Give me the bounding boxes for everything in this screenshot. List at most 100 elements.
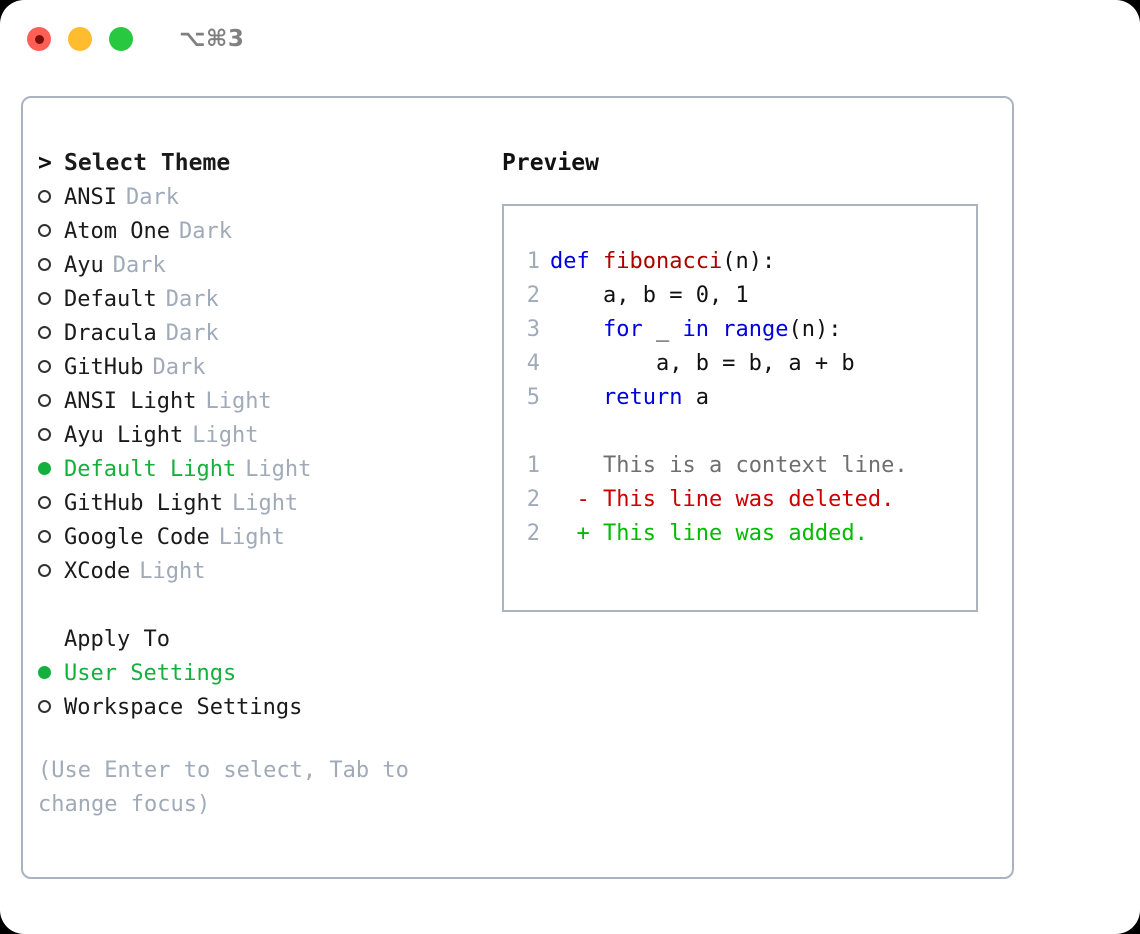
code-token: _ [642, 316, 683, 342]
theme-name: ANSI Light [64, 388, 197, 414]
selection-caret-icon: > [38, 150, 52, 176]
code-token: range [722, 316, 789, 342]
code-line-content: return a [550, 385, 709, 410]
radio-glyph [38, 360, 51, 373]
theme-list-item[interactable]: XCode Light [38, 554, 478, 588]
diff-line-number: 2 [526, 486, 540, 512]
keyboard-hint-line-1: (Use Enter to select, Tab to [38, 758, 409, 783]
radio-unselected-icon [38, 355, 64, 380]
code-line: 4 a, b = b, a + b [504, 346, 976, 380]
code-token: in [682, 316, 709, 342]
code-line-number: 5 [526, 384, 540, 410]
diff-line: 2 + This line was added. [504, 516, 976, 550]
code-token [550, 385, 603, 410]
traffic-light-controls [27, 27, 133, 51]
radio-glyph [38, 258, 51, 271]
theme-list-item[interactable]: ANSI Dark [38, 180, 478, 214]
radio-glyph [38, 326, 51, 339]
diff-text: This line was deleted. [589, 486, 895, 512]
code-token [709, 317, 722, 342]
theme-name: GitHub Light [64, 490, 223, 516]
select-theme-header: > Select Theme [38, 146, 478, 180]
radio-unselected-icon [38, 185, 64, 210]
theme-variant-tag: Dark [178, 218, 232, 244]
code-line-content: for _ in range(n): [550, 317, 841, 342]
apply-to-option-label: User Settings [64, 660, 237, 686]
diff-text: This line was added. [589, 520, 868, 546]
diff-line-content: This is a context line. [550, 453, 908, 478]
theme-name: Default Light [64, 456, 237, 482]
code-token [550, 317, 603, 342]
theme-variant-tag: Light [245, 456, 312, 482]
diff-text: This is a context line. [589, 452, 908, 478]
theme-variant-tag: Dark [125, 184, 179, 210]
radio-unselected-icon [38, 491, 64, 516]
theme-name: XCode [64, 558, 131, 584]
radio-selected-icon [38, 457, 64, 482]
radio-glyph [38, 700, 51, 713]
radio-glyph [38, 292, 51, 305]
theme-name: Google Code [64, 524, 210, 550]
select-theme-title: Select Theme [64, 150, 231, 176]
code-line-content: def fibonacci(n): [550, 249, 775, 274]
code-token: (n): [722, 248, 776, 274]
code-line-number: 1 [526, 248, 540, 274]
theme-list-item[interactable]: Dracula Dark [38, 316, 478, 350]
radio-unselected-icon [38, 695, 64, 720]
code-diff-separator [504, 414, 976, 448]
radio-unselected-icon [38, 321, 64, 346]
code-token: a, b = b, a + b [550, 350, 855, 376]
radio-glyph [38, 564, 51, 577]
code-line: 5 return a [504, 380, 976, 414]
radio-glyph [38, 394, 51, 407]
code-token: a, b = 0, 1 [550, 282, 749, 308]
theme-name: GitHub [64, 354, 144, 380]
radio-unselected-icon [38, 219, 64, 244]
radio-selected-icon [38, 661, 64, 686]
radio-glyph [38, 666, 51, 679]
code-line: 2 a, b = 0, 1 [504, 278, 976, 312]
code-line-content: a, b = b, a + b [550, 351, 855, 376]
theme-list-item[interactable]: Default Light Light [38, 452, 478, 486]
theme-list-item[interactable]: ANSI Light Light [38, 384, 478, 418]
apply-to-option[interactable]: Workspace Settings [38, 690, 478, 724]
theme-name: Dracula [64, 320, 157, 346]
diff-line: 1 This is a context line. [504, 448, 976, 482]
radio-unselected-icon [38, 525, 64, 550]
theme-variant-tag: Dark [152, 354, 206, 380]
theme-variant-tag: Light [205, 388, 272, 414]
maximize-button[interactable] [109, 27, 133, 51]
minimize-button[interactable] [68, 27, 92, 51]
apply-to-label: Apply To [64, 626, 170, 652]
theme-variant-tag: Light [139, 558, 206, 584]
code-line-number: 4 [526, 350, 540, 376]
title-bar: ⌥⌘3 [0, 0, 1140, 78]
apply-to-option[interactable]: User Settings [38, 656, 478, 690]
theme-name: ANSI [64, 184, 117, 210]
theme-variant-tag: Dark [165, 320, 219, 346]
code-token: def [550, 248, 603, 274]
code-token: fibonacci [602, 248, 723, 274]
diff-marker [550, 453, 590, 478]
theme-name: Default [64, 286, 157, 312]
diff-line: 2 - This line was deleted. [504, 482, 976, 516]
diff-line-number: 1 [526, 452, 540, 478]
theme-list-item[interactable]: GitHub Dark [38, 350, 478, 384]
code-line-content: a, b = 0, 1 [550, 283, 749, 308]
diff-marker: - [550, 486, 590, 512]
diff-line-content: + This line was added. [550, 520, 868, 546]
keyboard-hint: (Use Enter to select, Tab to change focu… [38, 754, 438, 822]
close-button[interactable] [27, 27, 51, 51]
